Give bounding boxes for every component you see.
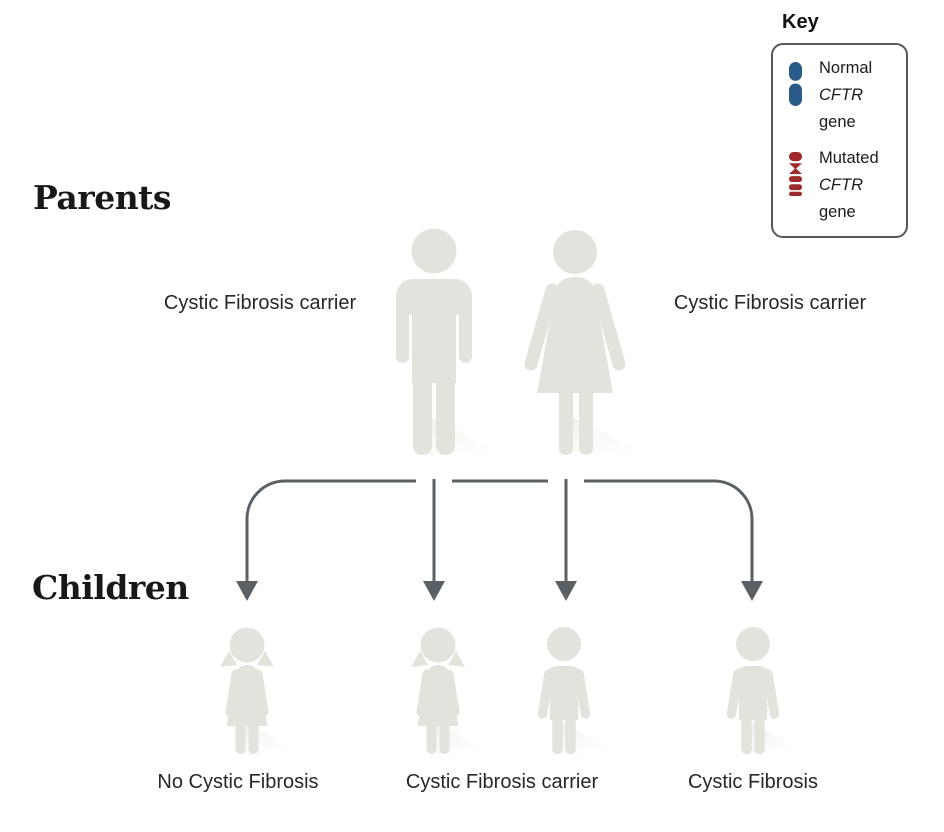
- arrowhead-icon: [236, 581, 258, 601]
- father-label: Cystic Fibrosis carrier: [163, 292, 357, 314]
- child-3-chromosome-pair-icon: [550, 672, 579, 713]
- child-figure-4: [713, 624, 833, 755]
- key-title: Key: [782, 11, 819, 33]
- mother-figure: [510, 227, 685, 456]
- father-figure: [374, 227, 539, 456]
- inheritance-arrows: [236, 479, 763, 601]
- child-outcome-label: Cystic Fibrosis carrier: [405, 771, 599, 793]
- children-heading: Children: [32, 568, 189, 607]
- normal-chromosome-icon: [789, 62, 802, 106]
- mother-chromosome-pair-icon: [567, 299, 596, 340]
- arrow-to-child-4: [584, 479, 754, 584]
- girl-silhouette-icon: [411, 627, 493, 754]
- child-2-chromosome-pair-icon: [424, 671, 453, 712]
- child-figure-3: [524, 624, 644, 755]
- key-line: gene: [819, 203, 856, 221]
- girl-silhouette-icon: [220, 627, 302, 754]
- child-figure-2: [398, 624, 518, 755]
- key-line: gene: [819, 113, 856, 131]
- key-line: Mutated: [819, 149, 879, 167]
- key-item-mutated-label: Mutated CFTR gene: [819, 145, 879, 226]
- child-4-chromosome-pair-icon: [739, 672, 768, 713]
- parents-heading: Parents: [33, 178, 172, 217]
- arrowhead-icon: [741, 581, 763, 601]
- key-line-gene-name: CFTR: [819, 86, 863, 104]
- arrow-to-child-1: [245, 479, 416, 584]
- key-line: Normal: [819, 59, 873, 77]
- boy-silhouette-icon: [537, 627, 619, 755]
- boy-silhouette-icon: [726, 627, 808, 755]
- key-item-normal-label: Normal CFTR gene: [819, 55, 872, 136]
- child-outcome-label: No Cystic Fibrosis: [157, 771, 319, 793]
- key-line-gene-name: CFTR: [819, 176, 863, 194]
- mutated-chromosome-icon: [789, 152, 802, 196]
- female-silhouette-icon: [524, 230, 650, 455]
- key-box: Normal CFTR gene Mutated CFTR gene: [771, 43, 908, 238]
- mother-label: Cystic Fibrosis carrier: [673, 292, 867, 314]
- child-figure-1: [207, 624, 327, 755]
- father-chromosome-pair-icon: [426, 300, 455, 341]
- arrowhead-icon: [555, 581, 577, 601]
- arrowhead-icon: [423, 581, 445, 601]
- child-outcome-label: Cystic Fibrosis: [687, 771, 818, 793]
- child-1-chromosome-pair-icon: [233, 671, 262, 712]
